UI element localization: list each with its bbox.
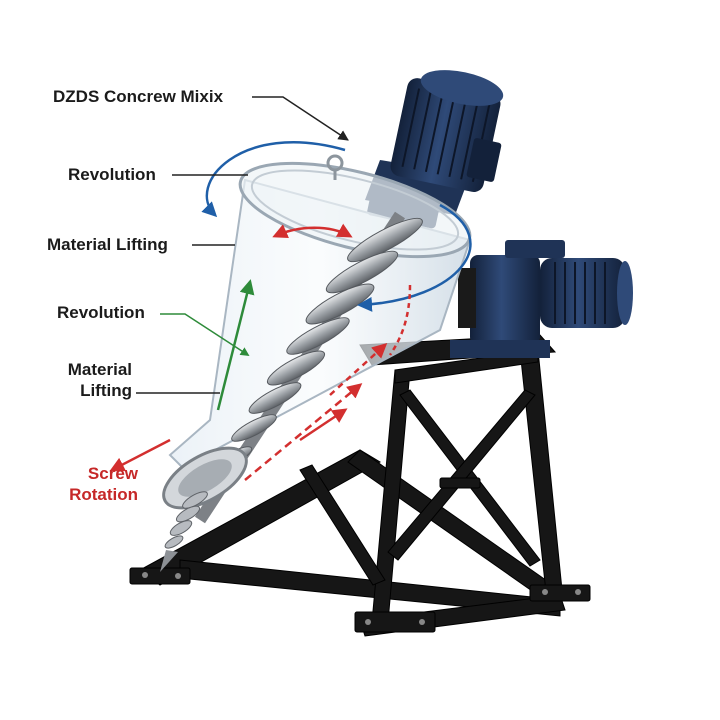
material-lifting-line2: Lifting — [80, 381, 132, 401]
material-lifting-label-top: Material Lifting — [47, 235, 168, 254]
screw-rotation-line1: Screw — [87, 464, 138, 483]
support-frame — [129, 334, 591, 637]
material-lifting-label-mid: Material Lifting — [60, 359, 132, 402]
material-lifting-line1: Material — [67, 360, 132, 379]
title-label: DZDS Concrew Mixix — [53, 87, 224, 106]
revolution-label-mid: Revolution — [57, 303, 145, 322]
revolution-label-top: Revolution — [68, 165, 156, 184]
leader-lines — [136, 96, 349, 394]
screw-rotation-label: Screw Rotation — [38, 463, 138, 506]
drive-motor — [450, 240, 633, 358]
screw-rotation-line2: Rotation — [69, 485, 138, 505]
screw-auger — [160, 211, 423, 572]
